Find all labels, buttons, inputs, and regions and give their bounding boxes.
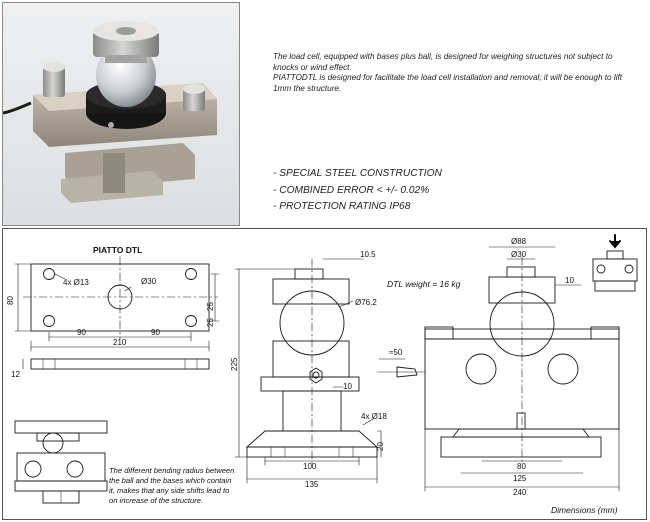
plate-side (30, 358, 210, 370)
plate-hole (185, 315, 197, 327)
side-nut (309, 367, 323, 384)
plate-center-label: Ø30 (141, 277, 157, 286)
note-line: The different bending radius between (109, 466, 234, 475)
cable-length-label: ≈50 (389, 348, 403, 357)
side-height-label: 225 (230, 357, 239, 371)
description-line-1: The load cell, equipped with bases plus … (273, 52, 613, 72)
weight-note: DTL weight = 16 kg (387, 279, 461, 289)
side-outer-label: 135 (305, 480, 319, 489)
product-description: The load cell, equipped with bases plus … (273, 52, 633, 94)
feature-item: - COMBINED ERROR < +/- 0.02% (273, 184, 430, 196)
front-top-inner: Ø30 (511, 250, 527, 259)
front-base-2: 125 (513, 474, 527, 483)
plate-hole (43, 268, 55, 280)
front-base-1: 80 (517, 462, 526, 471)
dimensions-note: Dimensions (mm) (551, 505, 618, 515)
plate-thickness-label: 12 (11, 370, 20, 379)
side-holes-label: 4x Ø18 (361, 412, 387, 421)
side-inner-label: 100 (303, 462, 317, 471)
front-body (424, 338, 620, 430)
plate-half-left: 90 (77, 328, 86, 337)
plate-hole (43, 315, 55, 327)
note-line: it, makes that any side shifts lead to (109, 486, 229, 495)
plate-width-label: 210 (113, 338, 127, 347)
side-base-height: 20 (376, 442, 385, 451)
product-photo (2, 2, 240, 226)
plate-half-right: 90 (151, 328, 160, 337)
load-cell-photo (3, 3, 239, 225)
technical-drawing: PIATTO DTL 4x Ø13 Ø30 80 25 25 90 90 210… (2, 228, 647, 520)
feature-item: - SPECIAL STEEL CONSTRUCTION (273, 168, 442, 179)
drawing-canvas: PIATTO DTL 4x Ø13 Ø30 80 25 25 90 90 210… (6, 234, 638, 515)
front-base-3: 240 (513, 488, 527, 497)
side-top-label: 10.5 (360, 250, 376, 259)
plate-hole-y1: 25 (206, 302, 215, 311)
plate-height-label: 80 (6, 296, 15, 305)
nut-label: 10 (343, 382, 352, 391)
side-top-cap (272, 278, 350, 305)
feature-item: - PROTECTION RATING IP68 (273, 201, 411, 213)
plate-holes-label: 4x Ø13 (63, 278, 89, 287)
description-line-2: PIATTODTL is designed for facilitate the… (273, 73, 623, 93)
front-top-height: 10 (565, 276, 574, 285)
small-base-top (14, 420, 108, 434)
feature-list: - SPECIAL STEEL CONSTRUCTION - COMBINED … (273, 166, 442, 216)
plate-hole-y2: 25 (206, 318, 215, 327)
front-top-outer: Ø88 (511, 237, 527, 246)
plate-hole (185, 268, 197, 280)
side-ball-label: Ø76.2 (355, 298, 377, 307)
drawing-title: PIATTO DTL (93, 245, 142, 255)
note-line: on increase of the structure. (109, 496, 203, 505)
note-line: the ball and the bases which contain (109, 476, 231, 485)
